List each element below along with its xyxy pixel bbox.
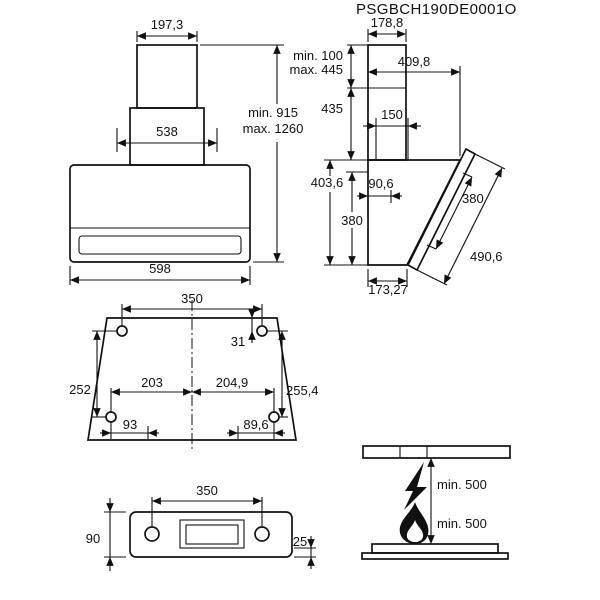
dim-label-height-max: max. 1260 <box>243 121 304 136</box>
dim-label-chimney-depth: 178,8 <box>371 15 404 30</box>
hole-top-left <box>116 325 128 337</box>
dim-label-panel-width: 380 <box>462 191 484 206</box>
dim-label-bottom-depth: 173,27 <box>368 282 408 297</box>
dim-label-bracket-height: 90 <box>86 531 100 546</box>
side-body <box>367 159 462 266</box>
bracket-hole-left <box>144 526 160 542</box>
dim-label-top-depth: 409,8 <box>398 54 431 69</box>
dim-front-chimney-width: 197,3 <box>136 17 198 42</box>
bracket-slot-inner <box>185 524 239 545</box>
dim-label-template-span: 350 <box>181 291 203 306</box>
dim-label-height-min: min. 915 <box>248 105 298 120</box>
dim-side-panel-length: 490,6 <box>416 153 506 286</box>
hood-lamp <box>399 445 428 459</box>
flame-icon-inner <box>406 520 424 542</box>
dim-label-body-width: 598 <box>149 261 171 276</box>
dim-bracket-height: 90 <box>86 498 126 571</box>
hole-top-right <box>256 325 268 337</box>
dim-front-bracket-width: 538 <box>116 124 218 152</box>
front-body <box>69 164 251 263</box>
dim-side-chimney-extension: min. 100 max. 445 <box>290 44 368 88</box>
dim-label-bottom-left: 93 <box>123 417 137 432</box>
dim-side-bottom-depth: 173,27 <box>367 269 408 297</box>
countertop <box>361 552 509 560</box>
dim-front-total-height: min. 915 max. 1260 <box>200 44 304 263</box>
dim-bracket-edge-offset: 25 <box>293 534 316 569</box>
dim-label-back-height: 380 <box>341 213 363 228</box>
side-glass-panel <box>406 147 477 272</box>
dim-label-body-height: 403,6 <box>311 175 344 190</box>
hood-underside <box>362 445 511 459</box>
dim-side-duct-width: 150 <box>363 107 421 130</box>
dim-template-bottom-left: 93 <box>100 417 159 439</box>
hole-bottom-right <box>268 411 280 423</box>
dim-template-bottom-right: 89,6 <box>227 417 285 439</box>
dim-template-right-height: 255,4 <box>267 330 319 418</box>
hole-bottom-left <box>105 411 117 423</box>
dim-label-duct-width: 150 <box>381 107 403 122</box>
dim-label-gas-clearance: min. 500 <box>437 516 487 531</box>
dim-label-right-height: 255,4 <box>286 383 319 398</box>
bracket-view: 350 90 25 <box>86 483 316 571</box>
template-view: 350 31 252 203 204,9 255 <box>69 291 319 450</box>
front-chimney-upper <box>136 44 198 109</box>
dim-bracket-hole-span: 350 <box>151 483 263 526</box>
dim-label-chimney-width: 197,3 <box>151 17 184 32</box>
dim-label-bracket-width: 538 <box>156 124 178 139</box>
side-view: 178,8 409,8 min. 100 max. 445 435 150 <box>290 15 506 297</box>
bracket-slot-outer <box>179 519 245 549</box>
dim-side-back-height: 380 <box>341 171 368 265</box>
dim-label-left-height: 252 <box>69 382 91 397</box>
dim-template-center-right: 204,9 <box>192 375 275 412</box>
dim-side-chimney-depth: 178,8 <box>367 15 407 42</box>
dim-label-ext-max: max. 445 <box>290 62 343 77</box>
front-view: 197,3 538 598 min. 915 max. 1260 <box>69 17 304 285</box>
drawing-title: PSGBCH190DE0001O <box>356 1 517 18</box>
dim-label-upper-height: 435 <box>321 101 343 116</box>
dim-template-center-left: 203 <box>110 375 192 412</box>
cooktop <box>371 543 499 554</box>
dim-side-top-depth: 409,8 <box>368 54 461 156</box>
dim-template-left-height: 252 <box>69 330 117 418</box>
lightning-bolt-icon <box>404 462 427 510</box>
dim-front-body-width: 598 <box>69 261 251 285</box>
dim-side-upper-height: 435 <box>321 88 368 161</box>
dim-label-center-left: 203 <box>141 375 163 390</box>
dim-side-front-gap: 90,6 <box>357 176 402 203</box>
dim-label-ext-min: min. 100 <box>293 48 343 63</box>
dim-label-hole-offset: 31 <box>231 334 245 349</box>
dim-side-body-height: 403,6 <box>311 160 368 266</box>
dim-label-electric-clearance: min. 500 <box>437 477 487 492</box>
bracket-hole-right <box>254 526 270 542</box>
front-body-panel <box>78 235 242 255</box>
dim-label-edge-offset: 25 <box>293 534 307 549</box>
dim-label-panel-length: 490,6 <box>470 249 503 264</box>
dim-template-hole-span: 350 <box>121 291 263 325</box>
dim-label-bottom-right: 89,6 <box>243 417 268 432</box>
dim-label-bracket-span: 350 <box>196 483 218 498</box>
bracket-plate <box>129 511 293 558</box>
dim-template-hole-offset: 31 <box>231 309 256 349</box>
dim-label-center-right: 204,9 <box>216 375 249 390</box>
dim-label-front-gap: 90,6 <box>368 176 393 191</box>
clearance-view: min. 500 min. 500 <box>361 445 511 560</box>
